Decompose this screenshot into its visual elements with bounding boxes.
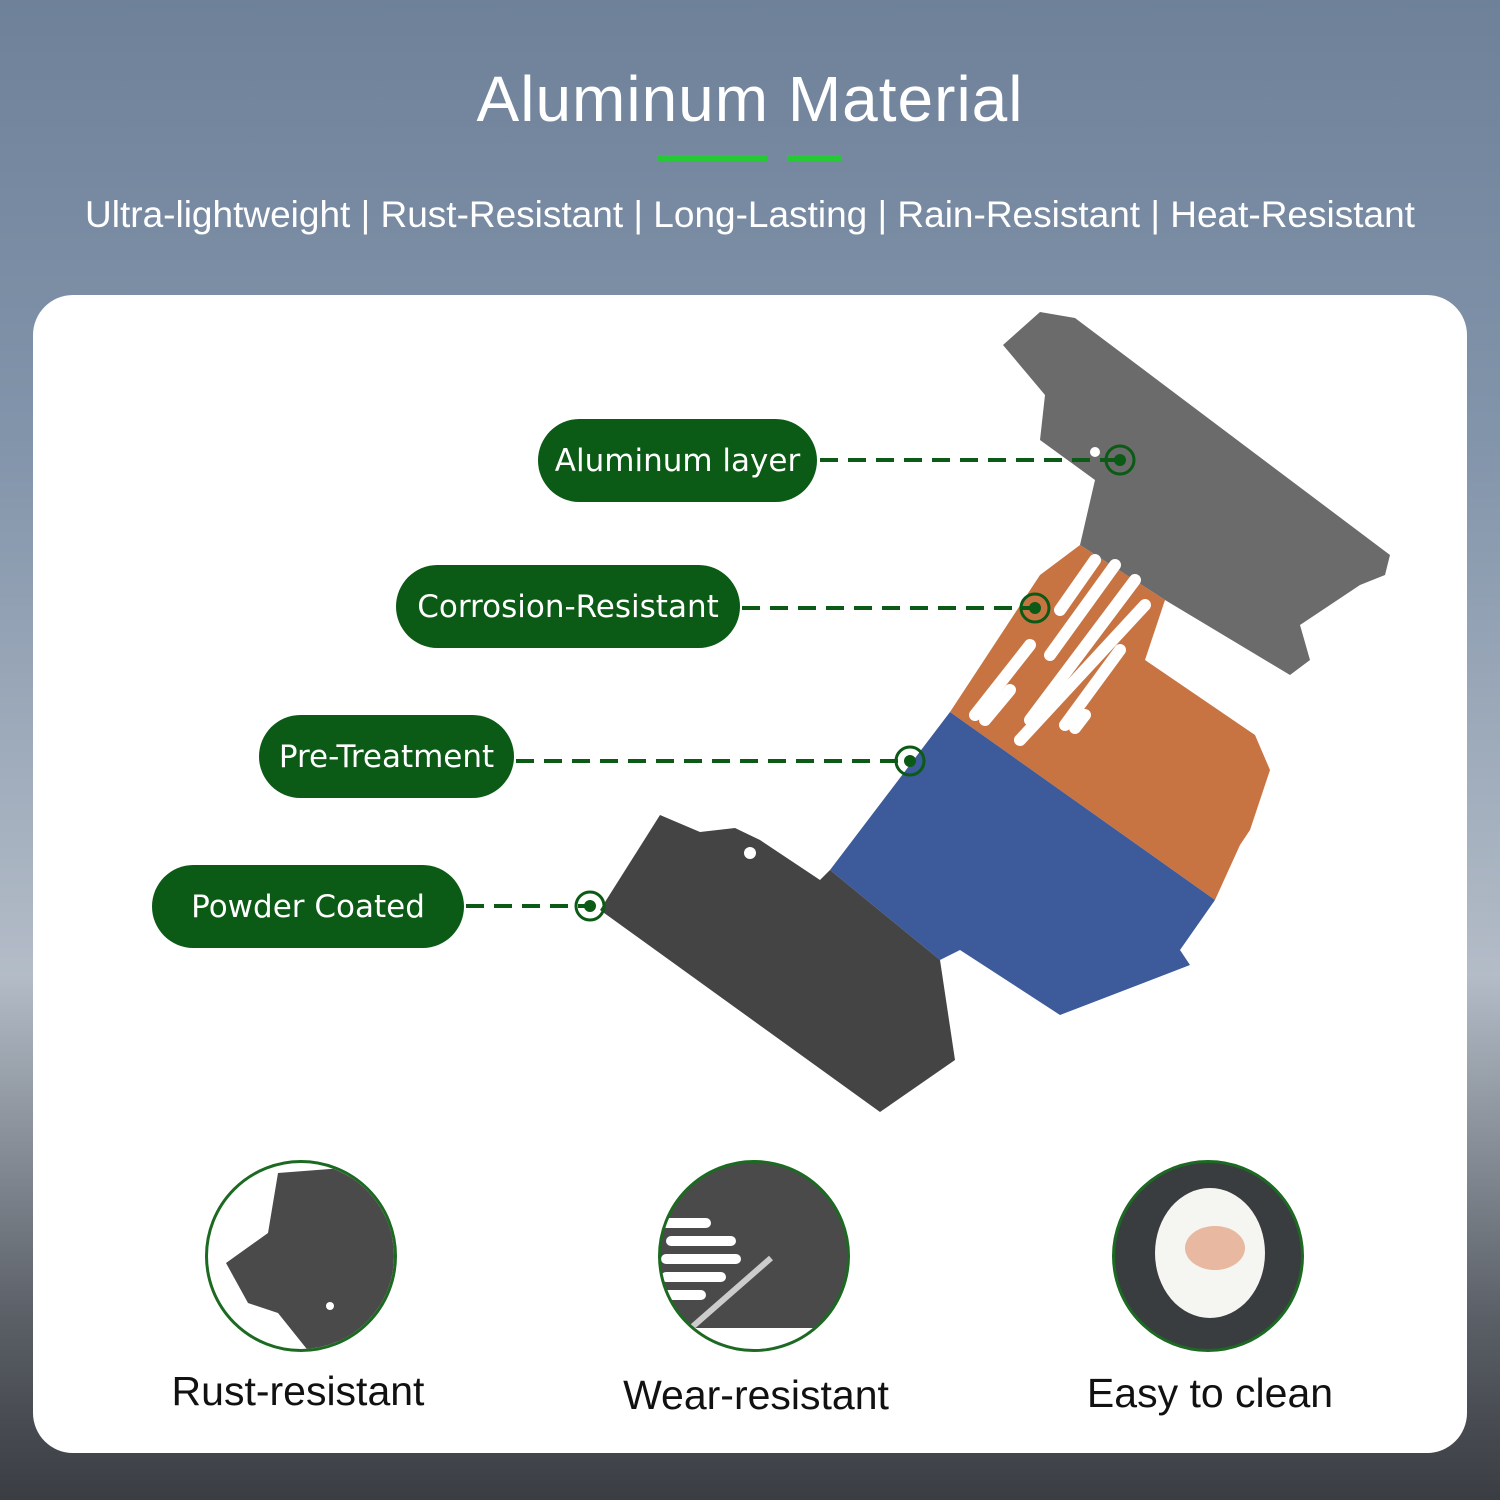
mat-corner-icon (205, 1160, 397, 1352)
page-title: Aluminum Material (476, 63, 1024, 135)
feature-rust-resistant: Rust-resistant (171, 1368, 425, 1414)
feature-easy-to-clean: Easy to clean (1086, 1370, 1334, 1416)
feature-wear-resistant: Wear-resistant (623, 1372, 889, 1418)
drain-slots (969, 554, 1151, 746)
subtitle: Ultra-lightweight | Rust-Resistant | Lon… (85, 194, 1415, 235)
powder-coat-layer-shape (600, 815, 955, 1112)
accent-bar (787, 155, 842, 161)
target-markers (574, 444, 1136, 922)
leader-lines (466, 458, 1120, 908)
hand-cloth-icon (1112, 1160, 1304, 1352)
aluminum-layer-shape (1003, 312, 1390, 675)
wrench-scratch-icon (658, 1160, 850, 1352)
corrosion-layer-shape (950, 545, 1270, 900)
accent-bar (657, 155, 767, 161)
pretreatment-layer-shape (830, 712, 1215, 1015)
label-pre-treatment: Pre-Treatment (259, 715, 514, 798)
label-powder-coated: Powder Coated (152, 865, 464, 948)
label-aluminum-layer: Aluminum layer (538, 419, 817, 502)
label-corrosion-resistant: Corrosion-Resistant (396, 565, 740, 648)
